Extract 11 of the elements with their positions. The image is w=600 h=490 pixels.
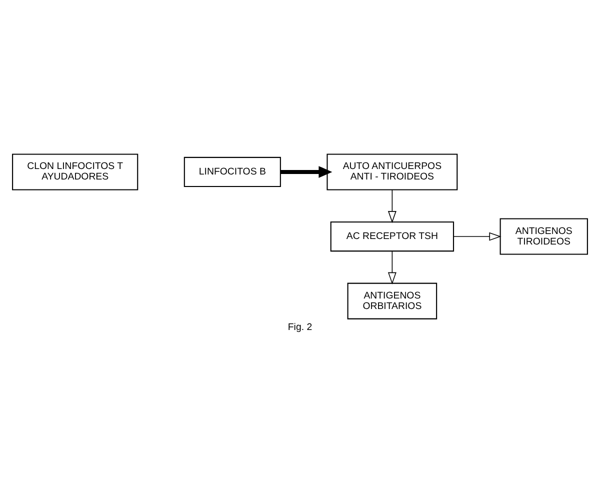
caption: Fig. 2 bbox=[288, 322, 312, 333]
node-box: CLON LINFOCITOS T AYUDADORES bbox=[12, 154, 138, 190]
node-box: AUTO ANTICUERPOS ANTI - TIROIDEOS bbox=[326, 154, 458, 190]
node-box: LINFOCITOS B bbox=[184, 156, 281, 188]
node-box: ANTIGENOS ORBITARIOS bbox=[347, 282, 438, 320]
node-box: ANTIGENOS TIROIDEOS bbox=[500, 218, 588, 255]
node-box: AC RECEPTOR TSH bbox=[330, 221, 454, 252]
arrow bbox=[388, 190, 396, 224]
arrow bbox=[453, 232, 502, 241]
arrow bbox=[280, 166, 332, 178]
arrow bbox=[388, 250, 396, 284]
